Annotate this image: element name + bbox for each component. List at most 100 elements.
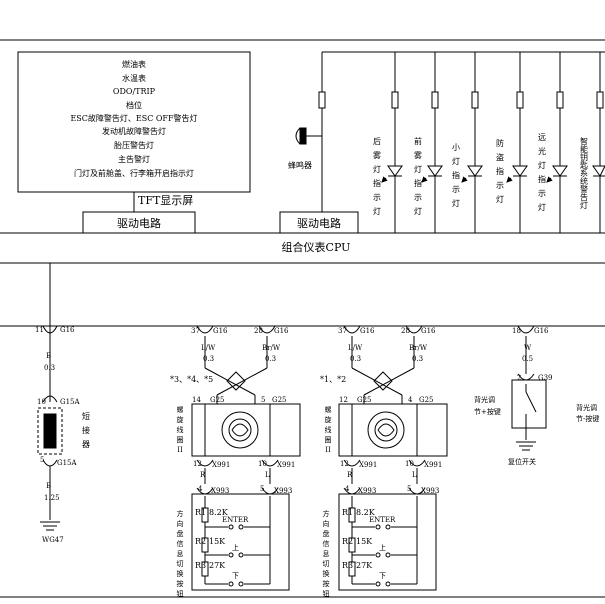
diagram-label: 光 [538,146,546,156]
display-item: ODO/TRIP [113,87,156,96]
short-wire-color2: B [46,482,51,490]
coil-a-label: 旋 [177,415,184,424]
reset-pin-sw: 2 [517,374,521,382]
coil-b-sw-label: 钮 [323,589,330,598]
diagram-label: 雾 [414,151,422,160]
coil-b-sw-label: 按 [323,579,330,588]
diagram-label: 指 [414,178,422,188]
diagram-label: 指 [452,170,460,180]
cpu-label: 组合仪表CPU [282,240,351,254]
coil-a-pin-sr: 5 [260,485,264,493]
coil-b-pin-bl: 12 [340,460,349,468]
coil-b-enter: ENTER [369,516,396,524]
coil-b-r1: R1 [342,508,353,517]
indicator-high-beam: 远 光 灯 指 示 灯 [538,133,546,212]
coil-a-label: 圈 [177,436,184,444]
short-label: 短 [82,411,90,421]
coil-a-label: 线 [177,425,184,434]
short-pin-mid: 10 [37,398,46,406]
coil-b-conn-cr: G25 [419,396,434,404]
coil-a-r1: R1 [195,508,206,517]
coil-b-size-r: 0.3 [412,355,423,363]
diagram-label: 统 [580,176,588,186]
coil-a-conn-l: G16 [213,327,228,335]
coil-a-pin-sl: 4 [198,485,203,493]
diagram-label: 雾 [373,151,381,160]
coil-b-conn-r: G16 [421,327,436,335]
display-item: 发动机故障警告灯 [102,126,166,136]
coil-a-conn-cl: G25 [210,396,225,404]
coil-b-conn-sl: X993 [358,487,376,495]
diagram-label: 灯 [452,198,460,208]
diagram-label: 灯 [373,164,381,174]
coil-b-down: 下 [379,572,386,580]
coil-b-r3: R3 [342,561,353,570]
coil-b-label: II [325,446,331,454]
reset-label-right: 节-按键 [576,414,599,423]
diagram-label: 前 [414,136,422,146]
coil-a-r3: R3 [195,561,206,570]
reset-label-left: 节+按键 [474,407,501,416]
coil-b-label: 螺 [325,405,332,414]
drive-circuit-left-label: 驱动电路 [117,217,161,230]
diagram-label: 钥 [580,152,588,162]
diagram-label: 能 [580,144,588,154]
coil-b-pin-cr: 4 [408,396,413,404]
diagram-label: 警 [580,184,588,194]
reset-wire-size: 0.5 [522,355,533,363]
coil-a-label: 螺 [177,405,184,414]
coil-a-sw-label: 信 [177,539,184,548]
diagram-label: 示 [414,193,422,202]
reset-conn-sw: G39 [538,374,553,382]
indicator-anti-theft: 防 盗 指 示 灯 [496,138,504,204]
indicator-leds [381,52,605,233]
coil-a-note: *3、*4、*5 [170,375,213,384]
diagram-label: 示 [496,181,504,190]
reset-pin-top: 18 [512,327,521,335]
coil-a-wire-bl: R [200,471,206,479]
coil-a-pin-bl: 12 [193,460,202,468]
coil-b-wire-bl: R [347,471,353,479]
coil-a-pin-br: 10 [258,460,267,468]
buzzer-icon [295,52,326,212]
coil-a-sw-label: 钮 [177,589,184,598]
coil-b-sw-label: 盘 [323,529,330,538]
coil-a-pin-r: 28 [254,327,263,335]
coil-a-conn-br: X991 [277,461,295,469]
diagram-label: 指 [496,166,504,176]
coil-b-size-l: 0.3 [350,355,361,363]
diagram-label: 示 [452,185,460,194]
coil-a-conn-sr: X993 [274,487,292,495]
coil-a-label: II [177,446,183,454]
coil-b-r2: R2 [342,537,353,546]
diagram-label: 示 [373,193,381,202]
coil-b-note: *1、*2 [320,375,346,384]
indicator-smart-key: 智 能 钥 匙 系 统 警 告 灯 [580,136,588,210]
coil-b-sw-label: 信 [323,539,330,548]
coil-a-sw-label: 切 [177,560,184,568]
coil-b-sw-label: 换 [323,569,330,578]
coil-b-wire-r: Br/W [409,344,428,352]
diagram-label: 系 [580,168,588,178]
diagram-label: 灯 [538,202,546,212]
coil-a-sw-label: 方 [177,509,184,518]
coil-a-r1v: 8.2K [209,508,229,517]
reset-label-left: 背光调 [474,395,495,404]
display-item: 档位 [126,100,142,110]
drive-circuit-right-label: 驱动电路 [297,217,341,230]
diagram-label: 远 [538,133,546,142]
display-item: 门灯及前舱盖、行李箱开启指示灯 [74,168,194,178]
coil-a-pin-cl: 14 [192,396,201,404]
coil-b-wire-l: L/W [348,344,363,352]
coil-b-conn-bl: X991 [359,461,377,469]
short-conn-mid: G15A [60,398,80,406]
buzzer-label: 蜂鸣器 [288,160,312,170]
coil-b-conn-l: G16 [360,327,375,335]
tft-label: TFT显示屏 [138,194,193,207]
coil-a-r2v: 15K [209,537,226,546]
coil-a-r3v: 27K [209,561,226,570]
reset-wire-color: W [524,344,532,352]
display-items: 燃油表 水温表 ODO/TRIP 档位 ESC故障警告灯、ESC OFF警告灯 … [70,59,197,178]
coil-b-pin-br: 10 [405,460,414,468]
